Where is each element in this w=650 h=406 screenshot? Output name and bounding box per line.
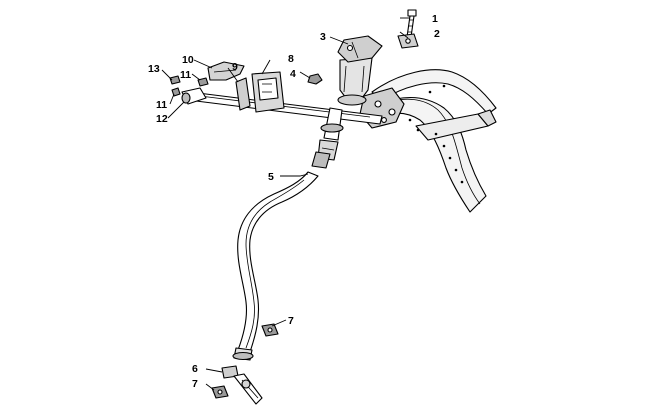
lock-nut-7-upper: [261, 323, 279, 337]
callout-9: 9: [232, 61, 238, 73]
callout-1: 1: [432, 13, 438, 25]
callout-4: 4: [290, 68, 296, 80]
screw-11a: [197, 77, 209, 87]
lower-steering-arm: [233, 373, 263, 405]
clamp-12: [181, 87, 207, 105]
callout-10: 10: [182, 54, 194, 66]
callout-13: 13: [148, 63, 160, 75]
callout-5: 5: [268, 171, 274, 183]
handlebar-clamp: [337, 35, 383, 63]
lever-assembly-10: [207, 61, 245, 81]
callout-6: 6: [192, 363, 198, 375]
callout-7-lower: 7: [192, 378, 198, 390]
steering-post-upper: [311, 57, 373, 169]
callout-11-upper: 11: [180, 69, 191, 81]
callout-3: 3: [320, 31, 326, 43]
lock-nut-7-lower: [211, 385, 229, 399]
callout-7-upper: 7: [288, 315, 294, 327]
hex-nut-4: [307, 73, 323, 85]
callout-2: 2: [434, 28, 440, 40]
bracket-9: [235, 77, 251, 111]
callout-11-lower: 11: [156, 99, 167, 111]
screw-13: [169, 75, 181, 85]
vehicle-frame: [359, 69, 497, 213]
throttle-housing-8: [251, 71, 285, 113]
leader-lines: [161, 17, 410, 391]
callout-12: 12: [156, 113, 168, 125]
callout-8: 8: [288, 53, 294, 65]
callout-labels: 1 2 3 4 5 6 7 7 8 9 10 11 11 12 13: [148, 13, 440, 390]
clamp-nut: [397, 33, 419, 49]
steering-shaft: [232, 171, 319, 361]
